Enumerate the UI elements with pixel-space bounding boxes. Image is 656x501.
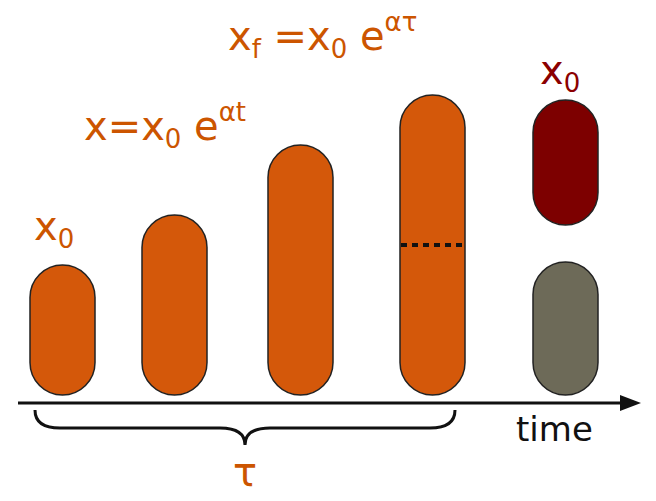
cell: [268, 145, 333, 395]
brace: [35, 410, 455, 445]
division-line: [401, 243, 464, 247]
axis-label: time: [516, 412, 593, 446]
daughter-cell: [533, 100, 598, 225]
daughter-size-label: x0: [540, 50, 580, 90]
axis-arrowhead: [620, 395, 641, 411]
final-size-equation: xf =x0 eατ: [228, 16, 417, 56]
cell: [400, 95, 465, 395]
initial-size-label: x0: [34, 206, 74, 246]
growth-equation: x=x0 eαt: [84, 106, 246, 146]
time-axis: [18, 402, 626, 405]
daughter-cell: [533, 262, 598, 395]
cell: [30, 265, 95, 395]
generation-time-label: τ: [233, 452, 257, 492]
cell: [142, 215, 207, 395]
